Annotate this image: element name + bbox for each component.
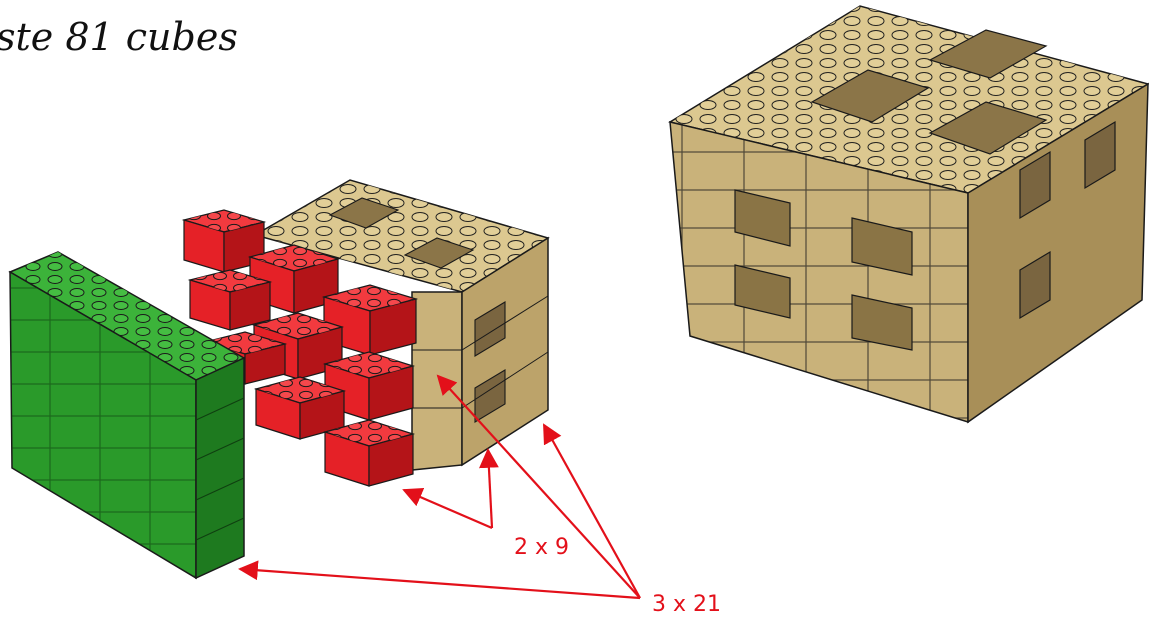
arrow-3x21-middle xyxy=(436,374,641,599)
green-side-face xyxy=(195,356,245,580)
arrow-2x9-left xyxy=(402,487,493,530)
red-brick xyxy=(321,284,419,356)
partial-cube xyxy=(253,179,550,471)
red-brick xyxy=(181,209,267,273)
side-hole xyxy=(1019,250,1051,320)
front-hole xyxy=(851,217,913,276)
side-hole xyxy=(1019,150,1051,220)
top-hole xyxy=(928,101,1048,155)
red-bricks xyxy=(181,209,419,487)
arrow-3x21-right xyxy=(543,423,641,599)
partial-front-face xyxy=(411,291,463,471)
count-label-2x9: 2 x 9 xyxy=(514,535,569,560)
front-hole xyxy=(734,264,791,319)
arrow-3x21-green xyxy=(238,560,641,600)
arrow-2x9-right xyxy=(479,448,499,529)
top-hole xyxy=(928,29,1048,79)
front-hole xyxy=(851,294,913,351)
partial-top-hole xyxy=(403,237,475,269)
green-wall xyxy=(8,251,246,580)
red-brick xyxy=(322,419,416,487)
partial-side-hole xyxy=(474,301,506,357)
assembled-cube xyxy=(668,5,1149,424)
side-hole xyxy=(1084,120,1116,190)
red-brick xyxy=(322,351,416,421)
red-brick xyxy=(253,376,347,440)
red-brick xyxy=(187,269,273,331)
heading-text: ste 81 cubes xyxy=(0,15,238,59)
front-hole xyxy=(734,189,791,247)
partial-top-hole xyxy=(328,197,400,229)
count-label-3x21: 3 x 21 xyxy=(652,592,721,617)
arrows xyxy=(238,374,641,600)
top-hole xyxy=(810,69,930,123)
partial-side-hole xyxy=(474,369,506,423)
